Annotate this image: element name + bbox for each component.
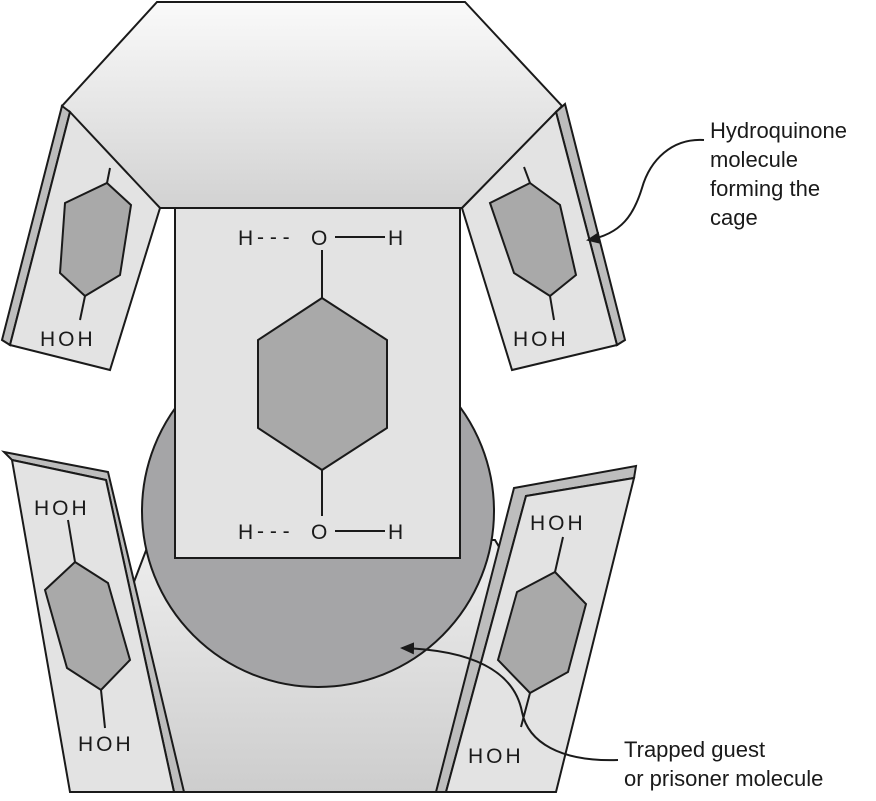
hydroquinone-panel-upper-left: HOH — [0, 104, 162, 372]
hydrogen-label: H — [238, 227, 253, 250]
hydroquinone-label-line-1: Hydroquinone — [710, 118, 847, 143]
hydroquinone-label-line-2: molecule — [710, 147, 798, 172]
hydroxyl-label: HOH — [468, 745, 524, 768]
guest-annotation: Trapped guest or prisoner molecule — [400, 642, 823, 791]
hydroquinone-annotation: Hydroquinone molecule forming the cage — [586, 118, 847, 244]
hydroquinone-panel-upper-right: HOH — [460, 102, 627, 372]
top-hexagon-face — [60, 0, 564, 209]
hydrogen-label: H — [388, 227, 403, 250]
hydroxyl-label: HOH — [34, 497, 90, 520]
hydrogen-bond-dashes: - - - — [257, 520, 290, 543]
guest-label-line-1: Trapped guest — [624, 737, 765, 762]
guest-pointer-arrow — [400, 642, 619, 762]
oxygen-label: O — [311, 521, 327, 544]
oxygen-label: O — [311, 227, 327, 250]
hydroquinone-panel-center: H - - - O H H - - - O H — [174, 207, 461, 559]
hydroquinone-label-line-4: cage — [710, 205, 758, 230]
hydrogen-label: H — [388, 521, 403, 544]
hydroquinone-label-line-3: forming the — [710, 176, 820, 201]
guest-label-line-2: or prisoner molecule — [624, 766, 823, 791]
hydroquinone-panel-lower-right: HOH HOH — [434, 464, 638, 793]
hydroquinone-pointer-arrow — [586, 138, 705, 244]
hydroxyl-label: HOH — [78, 733, 134, 756]
hydroxyl-label: HOH — [513, 328, 569, 351]
hydroxyl-label: HOH — [40, 328, 96, 351]
hydrogen-bond-dashes: - - - — [257, 226, 290, 249]
hydrogen-label: H — [238, 521, 253, 544]
hydroquinone-panel-lower-left: HOH HOH — [0, 450, 186, 793]
hydroxyl-label: HOH — [530, 512, 586, 535]
